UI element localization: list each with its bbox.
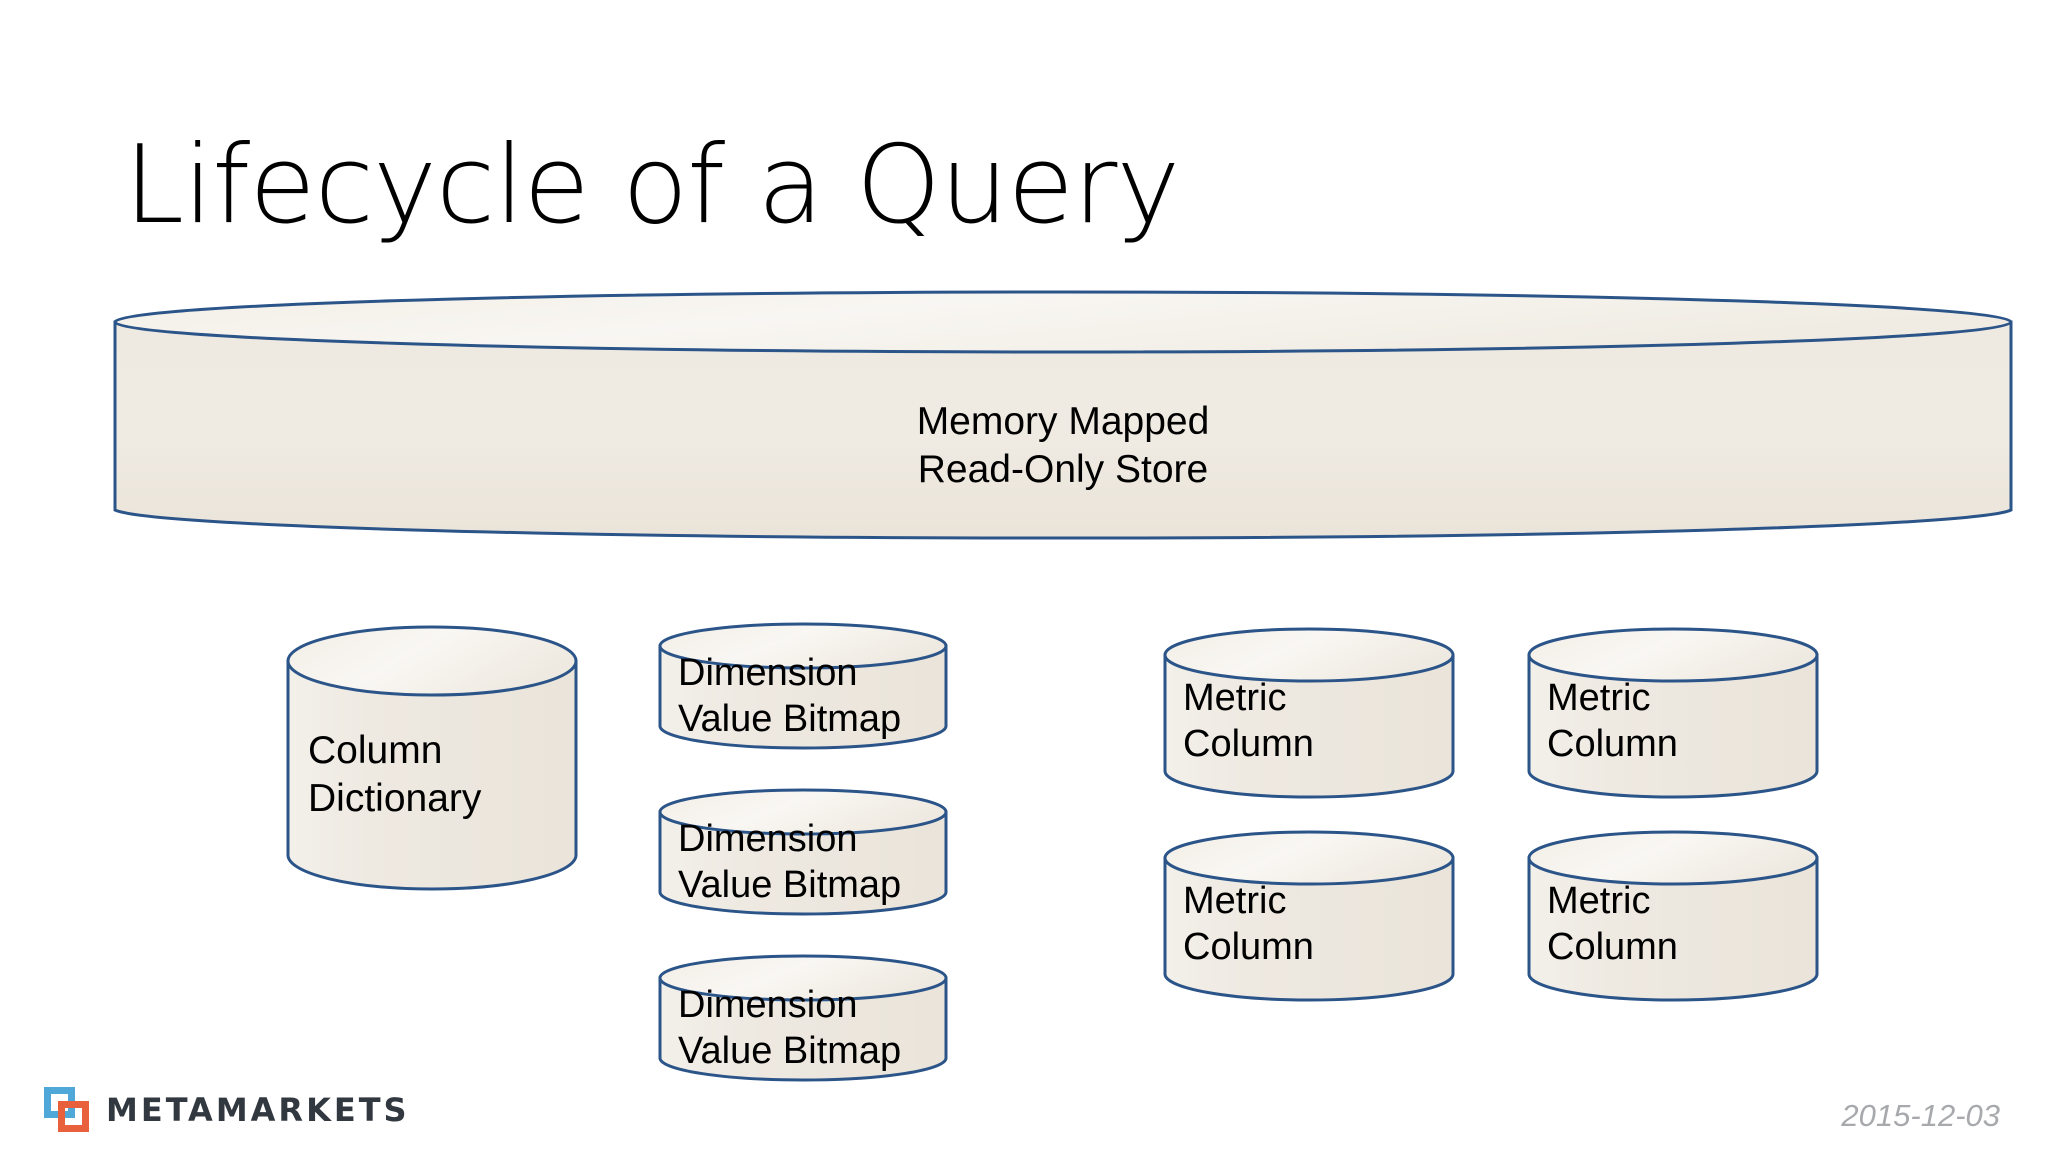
column-dictionary-cylinder: Column Dictionary [286, 625, 578, 891]
cylinder-shape [1527, 627, 1819, 799]
cylinder-shape [658, 954, 948, 1082]
cylinder-shape [113, 290, 2013, 540]
metric-column-cylinder: Metric Column [1527, 627, 1819, 799]
overlapping-squares-icon [44, 1087, 90, 1133]
metric-column-cylinder: Metric Column [1527, 830, 1819, 1002]
metric-column-cylinder: Metric Column [1163, 830, 1455, 1002]
cylinder-shape [1163, 830, 1455, 1002]
cylinder-shape [286, 625, 578, 891]
dimension-value-bitmap-cylinder: Dimension Value Bitmap [658, 954, 948, 1082]
metric-column-cylinder: Metric Column [1163, 627, 1455, 799]
memory-mapped-store-cylinder: Memory Mapped Read-Only Store [113, 290, 2013, 542]
cylinder-shape [658, 622, 948, 750]
page-title: Lifecycle of a Query [124, 123, 1180, 249]
cylinder-shape [1527, 830, 1819, 1002]
dimension-value-bitmap-cylinder: Dimension Value Bitmap [658, 788, 948, 916]
cylinder-shape [658, 788, 948, 916]
cylinder-shape [1163, 627, 1455, 799]
logo-square-orange [58, 1101, 89, 1132]
slide-date: 2015-12-03 [1841, 1098, 2000, 1133]
dimension-value-bitmap-cylinder: Dimension Value Bitmap [658, 622, 948, 750]
brand-logo: METAMARKETS [44, 1085, 410, 1135]
brand-wordmark: METAMARKETS [106, 1091, 410, 1129]
